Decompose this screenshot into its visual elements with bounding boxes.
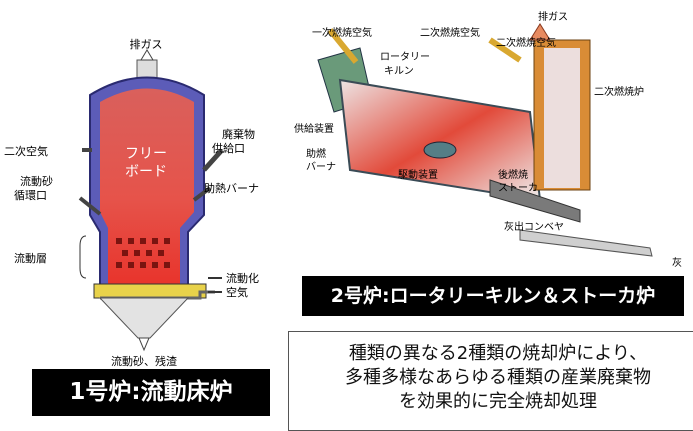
freeboard-chamber (100, 88, 194, 290)
label-feeder: 供給装置 (294, 122, 334, 135)
label-stoker: 後燃焼ストーカ (498, 168, 538, 194)
waste-inlet-pipe (202, 148, 224, 172)
ash-hopper (98, 297, 190, 339)
label-exhaust-2: 排ガス (538, 10, 568, 23)
bed-bracket (79, 235, 87, 279)
furnace2-caption: 2号炉:ロータリーキルン＆ストーカ炉 (302, 276, 684, 316)
label-waste-inlet: 廃棄物供給口 (212, 127, 255, 155)
label-exhaust-1: 排ガス (130, 37, 163, 51)
sand-return-pipe (78, 196, 102, 216)
burner-pipe (192, 186, 212, 202)
primary-air-pipe (327, 28, 359, 64)
label-conveyor: 灰出コンベヤ (504, 220, 564, 233)
label-secondary-chamber: 二次燃焼炉 (594, 85, 644, 98)
label-bed: 流動層 (14, 251, 47, 265)
label-burner-2: 助燃バーナ (306, 147, 336, 173)
kiln-drive (423, 141, 457, 159)
label-freeboard: フリーボード (125, 146, 167, 180)
furnace1-caption: 1号炉:流動床炉 (32, 369, 270, 416)
label-secondary-air-1: 二次空気 (4, 144, 48, 158)
fluid-air-arrow-icon (208, 277, 222, 293)
label-ash: 灰 (672, 256, 682, 269)
windbox (93, 283, 207, 299)
ash-conveyor (519, 229, 653, 257)
label-secondary-air-2: 二次燃焼空気 (420, 26, 480, 39)
fluidized-bed-grid (116, 238, 170, 268)
label-sand-return: 流動砂循環口 (14, 174, 53, 202)
rotary-kiln-furnace-diagram: 排ガス 一次燃焼空気 二次燃焼空気 二次燃焼空気 ロータリーキルン 二次燃焼炉 … (294, 10, 682, 269)
label-residue: 流動砂、残渣 (111, 354, 177, 368)
secondary-chamber-inner (544, 48, 580, 188)
fluidized-bed-furnace-diagram: 排ガス 二次空気 廃棄物供給口 フリーボード 流動砂循環口 助熱バーナ 流動層 … (4, 37, 259, 368)
residue-arrow-icon (138, 337, 150, 352)
label-secondary-air-2b: 二次燃焼空気 (496, 36, 556, 49)
description-line-1: 種類の異なる2種類の焼却炉により、 (348, 343, 648, 364)
stoker (489, 179, 581, 223)
description-line-2: 多種多様なあらゆる種類の産業廃棄物 (345, 367, 651, 388)
secondary-air-pipe-2 (488, 37, 522, 63)
label-burner-1: 助熱バーナ (204, 181, 259, 195)
exhaust-arrow-2-icon (529, 23, 551, 41)
exhaust-arrow-icon (140, 49, 154, 61)
rotary-kiln (338, 78, 542, 202)
label-rotary-kiln: ロータリーキルン (380, 51, 430, 77)
label-primary-air: 一次燃焼空気 (312, 26, 372, 39)
description-box: 種類の異なる2種類の焼却炉により、 多種多様なあらゆる種類の産業廃棄物 を効果的… (288, 331, 693, 431)
description-line-3: を効果的に完全焼却処理 (399, 391, 597, 412)
label-drive: 駆動装置 (398, 168, 438, 181)
label-fluid-air: 流動化空気 (226, 271, 259, 299)
